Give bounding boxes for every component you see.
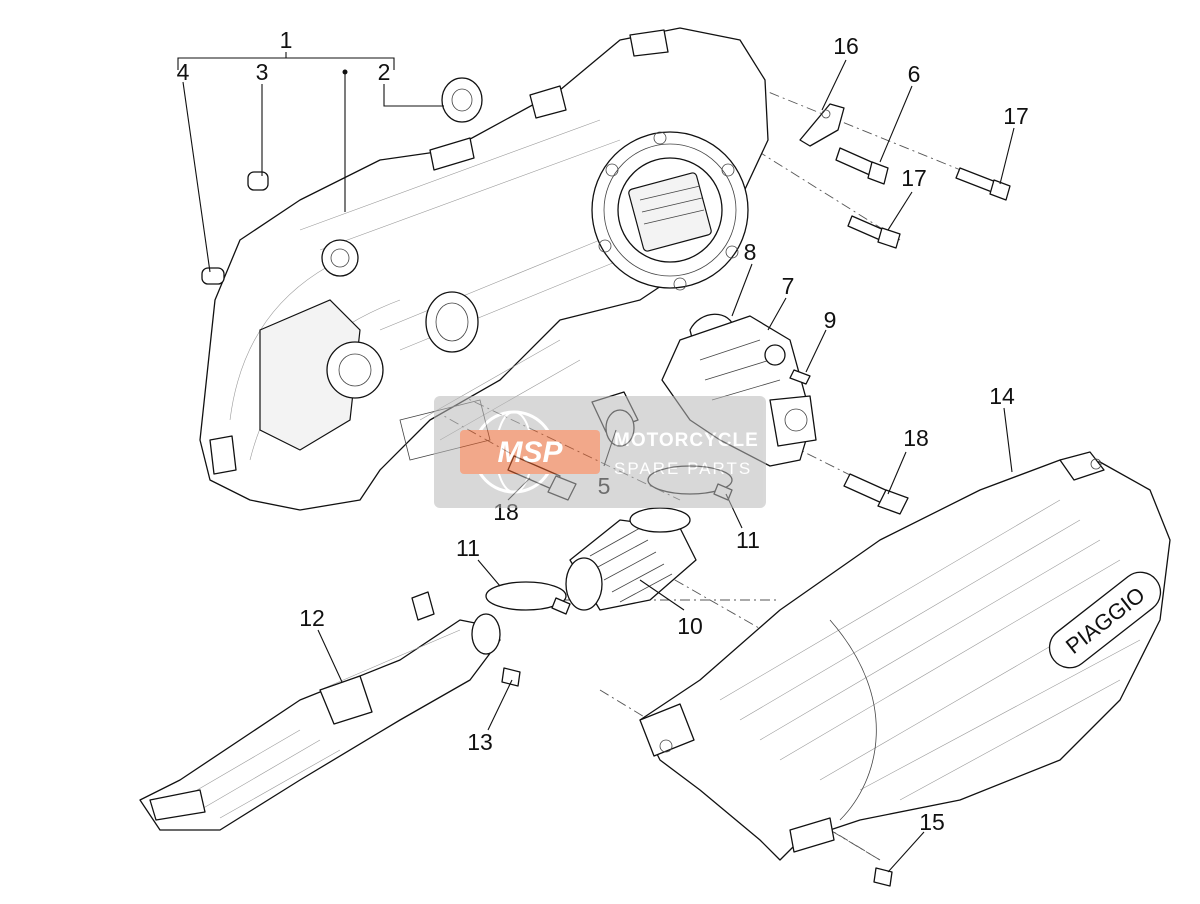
callout-17-lower: 17 — [901, 165, 927, 191]
screw-part-15 — [873, 867, 893, 887]
bellows-duct-part-10 — [565, 507, 697, 611]
callout-12: 12 — [299, 605, 325, 631]
callout-1: 1 — [280, 27, 293, 53]
watermark-logo-badge — [460, 430, 600, 474]
bolt-part-17-lower — [847, 215, 901, 249]
watermark-line1: MOTORCYCLE — [614, 430, 759, 451]
screw-part-13 — [501, 667, 521, 687]
pin-part-18-right — [843, 473, 909, 515]
clamp-part-11-lower — [485, 581, 571, 615]
watermark: MSP MOTORCYCLE SPARE PARTS — [434, 396, 766, 508]
screw-part-9 — [789, 369, 811, 385]
air-duct-part-12 — [139, 591, 501, 831]
outer-cover-part-14: PIAGGIO — [639, 451, 1171, 861]
callout-3: 3 — [256, 59, 269, 85]
callout-7: 7 — [782, 273, 795, 299]
callout-8: 8 — [744, 239, 757, 265]
callout-14: 14 — [989, 383, 1015, 409]
callout-9: 9 — [824, 307, 837, 333]
callout-10: 10 — [677, 613, 703, 639]
dowel-part-3 — [247, 171, 269, 191]
callout-18-right: 18 — [903, 425, 929, 451]
callout-15: 15 — [919, 809, 945, 835]
callout-13: 13 — [467, 729, 493, 755]
callout-2: 2 — [378, 59, 391, 85]
bolt-part-17-upper — [955, 167, 1011, 201]
crankcase-cover-inner — [199, 27, 769, 511]
callout-labels: 1 2 3 4 5 6 7 8 9 10 11 11 12 13 14 15 1… — [177, 27, 1029, 835]
bolt-part-6 — [835, 147, 889, 185]
callout-4: 4 — [177, 59, 190, 85]
callout-16: 16 — [833, 33, 859, 59]
bearing-part-2 — [441, 77, 483, 123]
callout-11-upper: 11 — [736, 527, 760, 553]
intake-housing-part-7 — [661, 315, 817, 467]
watermark-line2: SPARE PARTS — [614, 459, 752, 478]
plate-part-16 — [799, 103, 845, 147]
dowel-part-4 — [201, 267, 225, 285]
callout-11-lower: 11 — [456, 535, 480, 561]
watermark-logo: MSP — [497, 436, 563, 469]
callout-6: 6 — [908, 61, 921, 87]
callout-17-upper: 17 — [1003, 103, 1029, 129]
